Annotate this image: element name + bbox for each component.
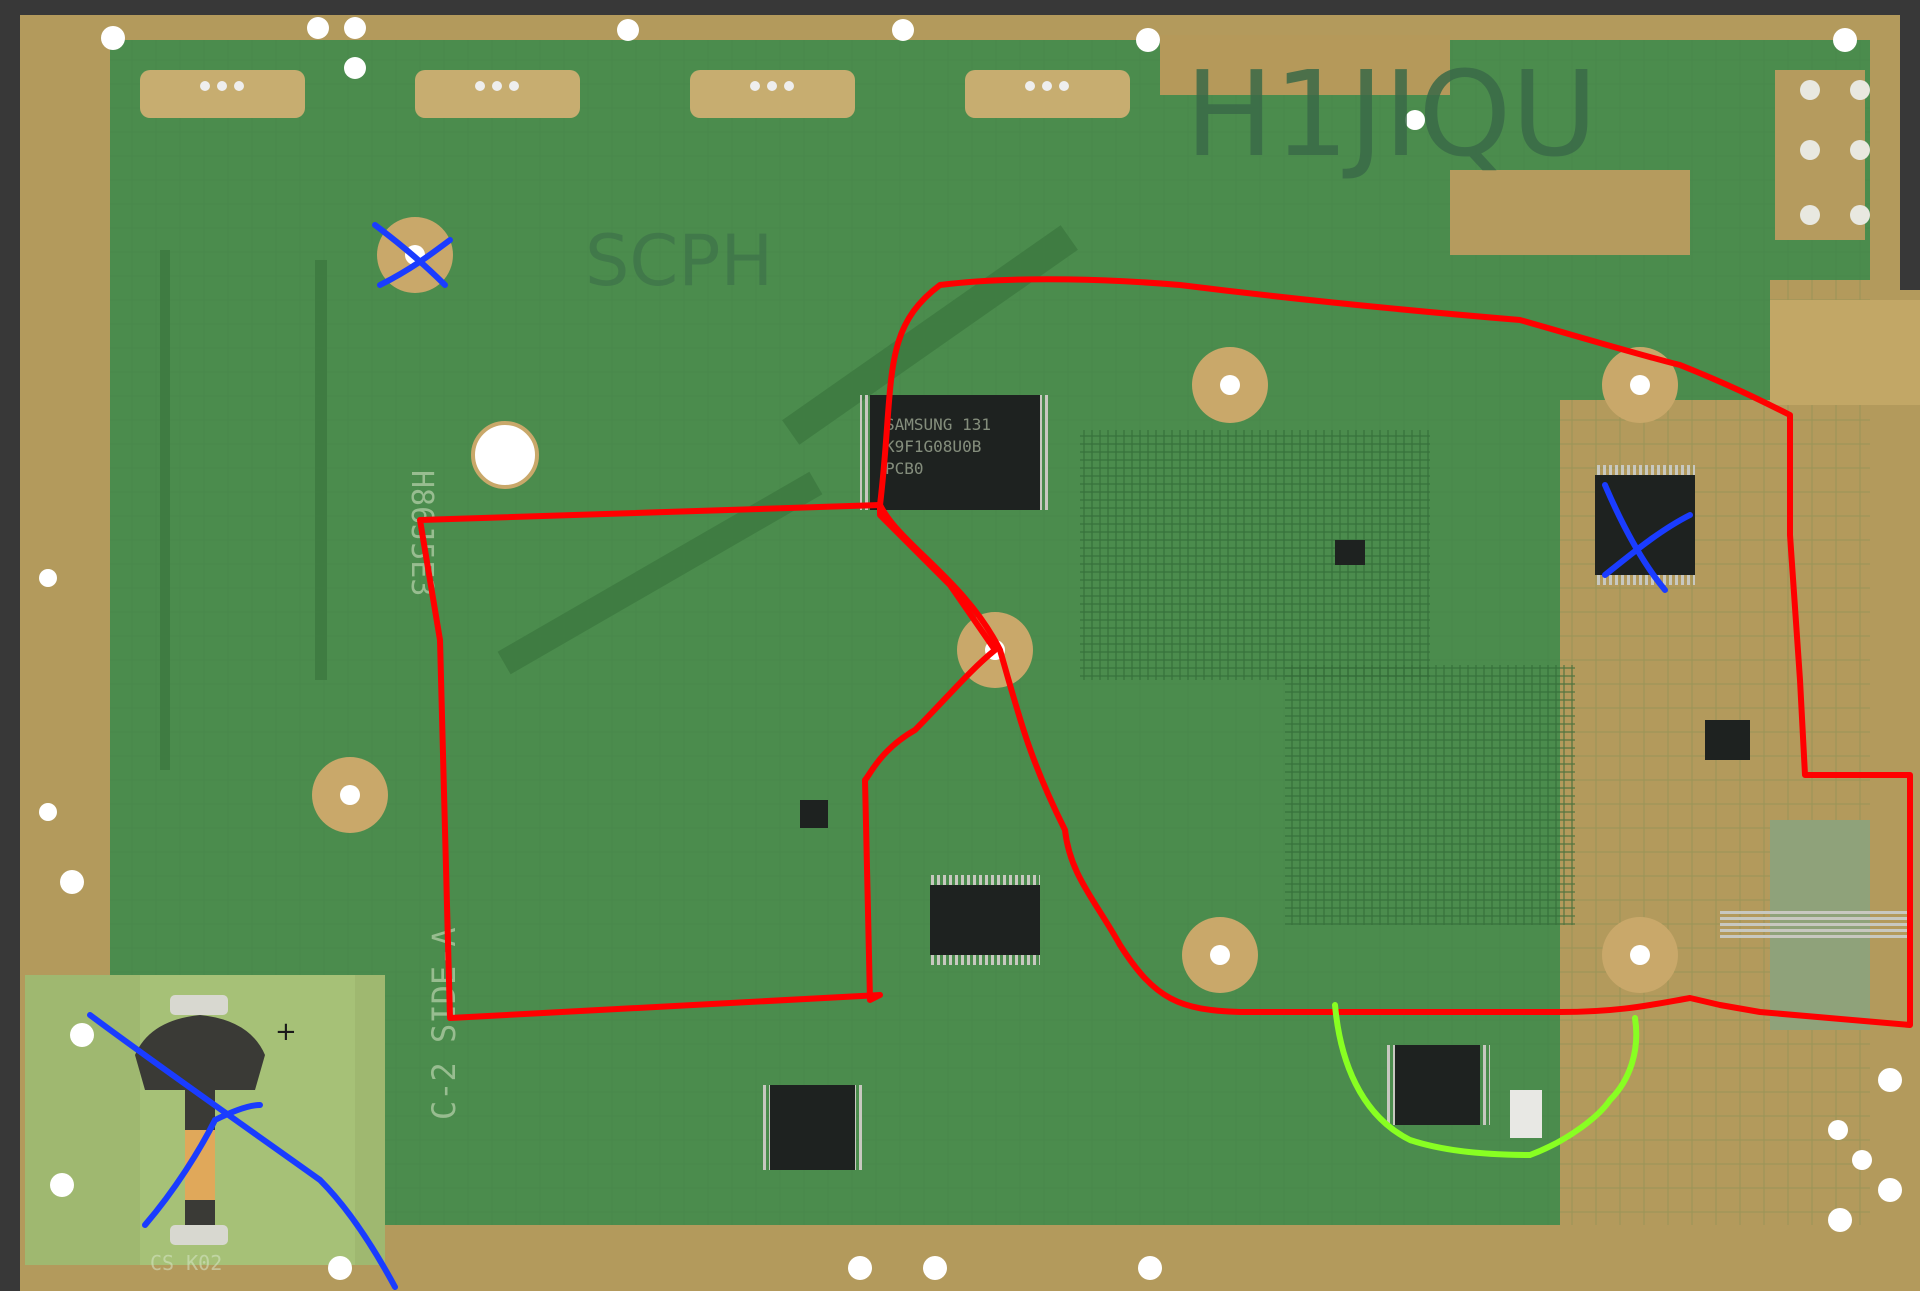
ic-soic-center — [930, 875, 1040, 965]
right-edge-pins — [1720, 910, 1910, 940]
trace-bus-diagonal-2 — [497, 471, 823, 675]
chip-marking-2: K9F1G08U0B — [885, 437, 981, 456]
top-connectors — [140, 70, 1130, 118]
ic-small-center — [1335, 540, 1365, 565]
ic-soic-bottom-right — [1385, 1045, 1490, 1125]
bga-region-center — [1080, 430, 1430, 680]
trace-bus-vertical — [315, 260, 327, 680]
board-model-label: SCPH — [585, 220, 773, 302]
red-outline-right-region — [877, 276, 1913, 1028]
battery-plus-label: + — [275, 1017, 297, 1047]
battery-ref-label: CS K02 — [150, 1251, 222, 1275]
chip-marking-1: SAMSUNG 131 — [885, 415, 991, 434]
blue-cross-top-left — [372, 222, 453, 288]
blue-cross-battery — [87, 1012, 398, 1290]
connector-gold-zone — [1160, 35, 1450, 95]
handwritten-code: H1JIQU — [1185, 45, 1598, 183]
ic-small-right — [1705, 720, 1750, 760]
board-side-label: C-2 SIDE-A — [425, 927, 463, 1120]
bga-region-lower — [1285, 665, 1575, 925]
trace-bus-vertical-2 — [160, 250, 170, 770]
green-outline-arc — [1332, 1002, 1640, 1159]
blue-cross-right-chip — [1602, 482, 1693, 593]
chip-marking-3: PCB0 — [885, 459, 924, 478]
ic-samsung-flash: SAMSUNG 131 K9F1G08U0B PCB0 — [860, 395, 1050, 510]
ic-small-left — [800, 800, 828, 828]
ic-soic-bottom-left — [760, 1085, 865, 1170]
battery-board-inner — [140, 975, 355, 1265]
resistor-white — [1510, 1090, 1542, 1138]
right-connector-pads — [1450, 70, 1870, 255]
edge-holes — [39, 17, 1902, 1280]
large-hole — [471, 421, 539, 489]
red-outline-left-region — [417, 502, 998, 1021]
connector-gold-right — [1770, 300, 1920, 405]
